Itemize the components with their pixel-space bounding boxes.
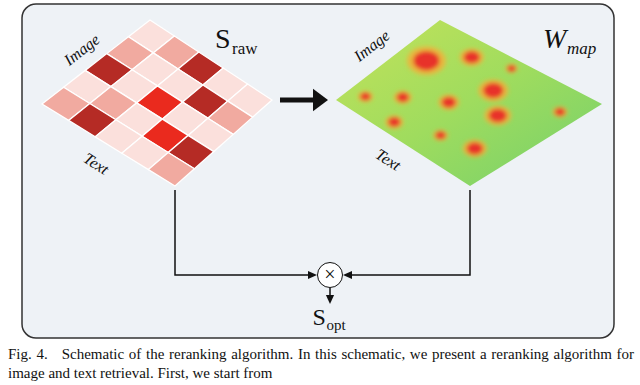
heat-halo (460, 48, 484, 66)
connector (175, 190, 317, 279)
figure-caption: Fig. 4. Schematic of the reranking algor… (8, 345, 634, 383)
heat-halo (484, 106, 511, 126)
heat-blob (413, 51, 439, 71)
axis-label: Image (61, 31, 102, 68)
axis-label: Image (351, 27, 392, 64)
arrowhead (313, 89, 328, 112)
heat-blob (464, 51, 480, 63)
heat-halo (358, 91, 373, 102)
symbol-subscript: raw (232, 40, 257, 57)
heat-blob (442, 97, 456, 108)
heat-blob (436, 132, 446, 140)
score-matrix-node: ImageText Sraw (38, 16, 278, 190)
heat-halo (385, 115, 403, 128)
axis-label: Text (373, 146, 404, 174)
matrix-symbol: S (215, 25, 231, 53)
heat-halo (394, 91, 412, 104)
multiply-circle: × (317, 262, 343, 288)
arrowhead (343, 271, 352, 279)
connector (280, 89, 328, 112)
heatmap-ground (336, 20, 602, 186)
heat-halo (407, 46, 446, 75)
heat-halo (478, 80, 508, 102)
heat-blob (397, 93, 409, 102)
weight-heatmap (336, 20, 602, 186)
matrix-cell (148, 153, 194, 187)
heat-blob (489, 109, 507, 123)
heat-halo (506, 64, 518, 73)
connector (343, 190, 470, 279)
connector-line (329, 288, 331, 296)
heat-blob (388, 118, 400, 127)
heat-halo (463, 140, 487, 158)
weight-map-node: ImageText Wmap (330, 16, 606, 190)
heat-blob (555, 108, 565, 116)
symbol-subscript: opt (327, 318, 346, 333)
multiply-sign: × (324, 264, 335, 284)
heat-blob (483, 83, 503, 98)
connector-line (175, 190, 309, 275)
matrix-symbol: S (313, 305, 326, 329)
matrix-symbol: W (543, 25, 566, 53)
arrowhead (308, 271, 317, 279)
heat-halo (438, 95, 459, 110)
connector (326, 288, 334, 304)
arrowhead (326, 295, 334, 304)
score-matrix (42, 20, 272, 186)
heat-blob (467, 142, 483, 154)
symbol-subscript: map (567, 40, 596, 57)
panel-frame (22, 4, 614, 338)
connector-line (351, 190, 470, 275)
axis-label: Text (81, 150, 112, 178)
heat-halo (552, 106, 567, 117)
heatmap-blobs (358, 46, 568, 157)
heat-blob (360, 93, 370, 101)
connector-line (280, 98, 314, 103)
heat-blob (508, 65, 516, 71)
output-node: Sopt (313, 305, 348, 333)
heat-halo (433, 130, 448, 141)
